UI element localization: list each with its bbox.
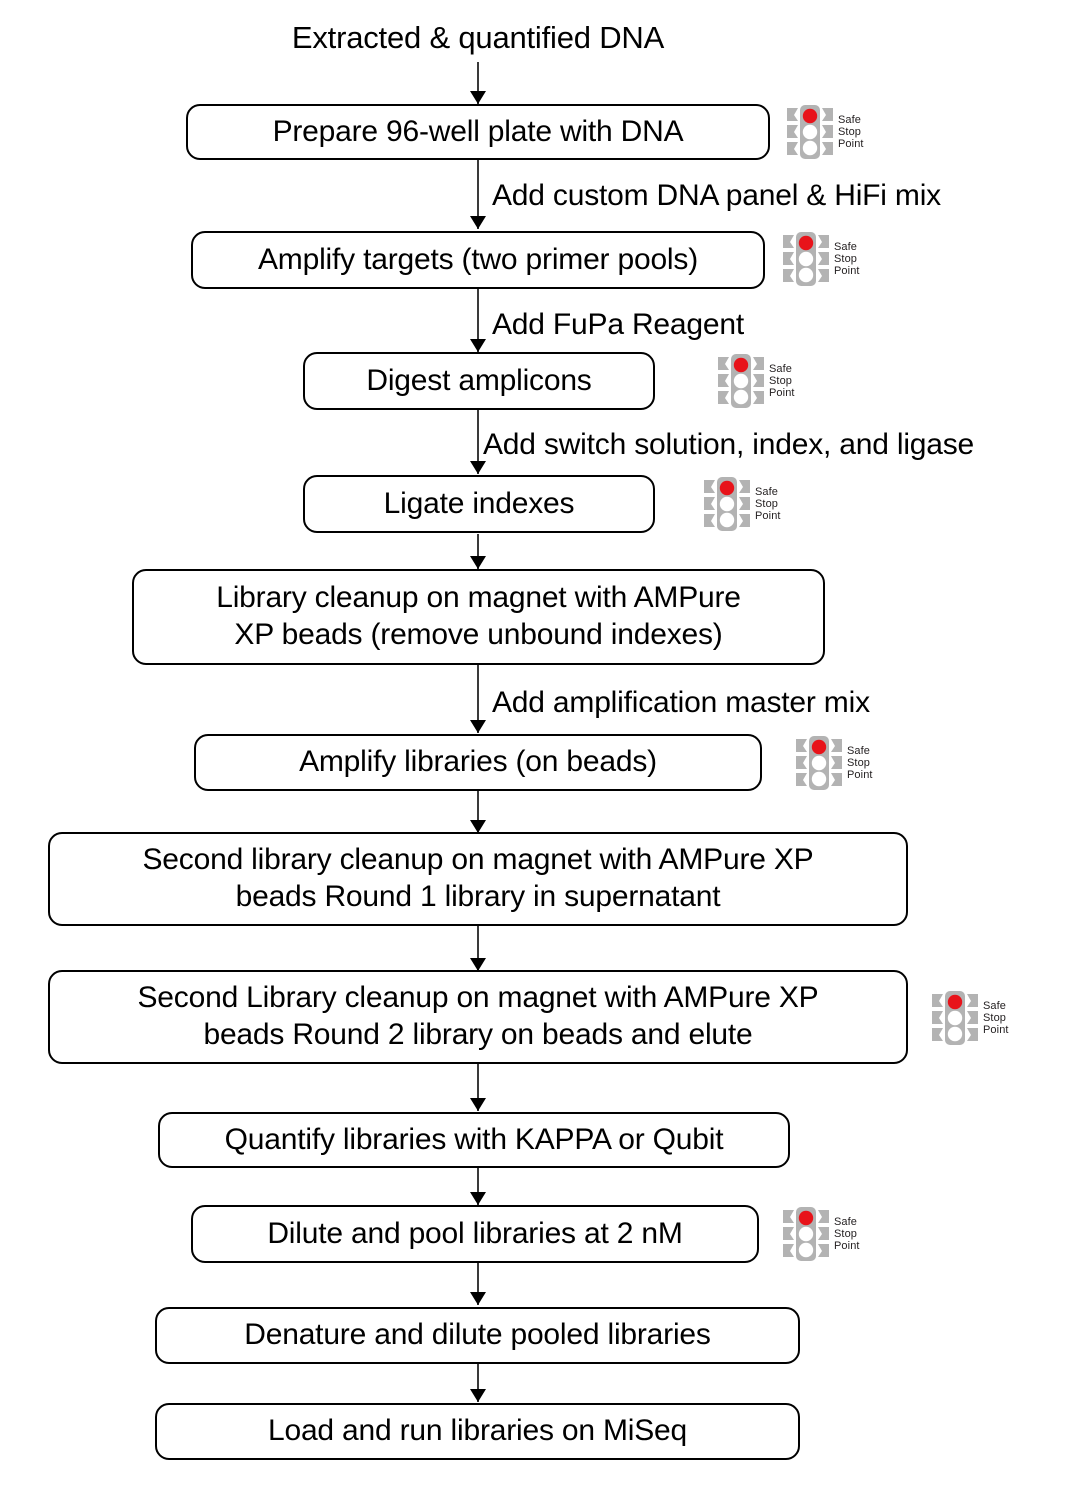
node-library-cleanup[interactable]: Library cleanup on magnet with AMPure XP… bbox=[132, 569, 825, 665]
safe-stop-line-3: Point bbox=[834, 1240, 860, 1253]
safe-stop-line-3: Point bbox=[834, 265, 860, 278]
edge-label-n3-n4: Add switch solution, index, and ligase bbox=[483, 428, 975, 461]
traffic-light-icon bbox=[782, 231, 830, 287]
safe-stop-line-1: Safe bbox=[755, 485, 779, 498]
safe-stop-line-3: Point bbox=[847, 769, 873, 782]
safe-stop-line-1: Safe bbox=[834, 240, 858, 253]
safe-stop-line-2: Stop bbox=[983, 1011, 1007, 1024]
safe-stop-line-2: Stop bbox=[755, 497, 779, 510]
node-digest-amplicons[interactable]: Digest amplicons bbox=[303, 352, 655, 410]
safe-stop-line-3: Point bbox=[983, 1024, 1009, 1037]
node-second-library-cleanup-round1[interactable]: Second library cleanup on magnet with AM… bbox=[48, 832, 908, 926]
edge-label-n5-n6: Add amplification master mix bbox=[492, 686, 870, 719]
safe-stop-line-2: Stop bbox=[834, 252, 858, 265]
edge-label-n2-n3: Add FuPa Reagent bbox=[492, 308, 744, 341]
safe-stop-line-1: Safe bbox=[983, 999, 1007, 1012]
safe-stop-line-1: Safe bbox=[769, 362, 793, 375]
safe-stop-point-badge-n3: Safe Stop Point bbox=[717, 353, 795, 409]
safe-stop-point-badge-n2: Safe Stop Point bbox=[782, 231, 860, 287]
safe-stop-line-2: Stop bbox=[834, 1227, 858, 1240]
diagram-title: Extracted & quantified DNA bbox=[291, 20, 665, 55]
safe-stop-line-2: Stop bbox=[769, 374, 793, 387]
safe-stop-point-badge-n8: Safe Stop Point bbox=[931, 990, 1009, 1046]
safe-stop-line-2: Stop bbox=[847, 756, 871, 769]
safe-stop-line-3: Point bbox=[769, 387, 795, 400]
node-amplify-targets[interactable]: Amplify targets (two primer pools) bbox=[191, 231, 765, 289]
safe-stop-point-badge-n4: Safe Stop Point bbox=[703, 476, 781, 532]
safe-stop-line-2: Stop bbox=[838, 125, 862, 138]
safe-stop-point-badge-n6: Safe Stop Point bbox=[795, 735, 873, 791]
safe-stop-line-3: Point bbox=[838, 138, 864, 151]
safe-stop-line-1: Safe bbox=[834, 1215, 858, 1228]
safe-stop-line-3: Point bbox=[755, 510, 781, 523]
safe-stop-line-1: Safe bbox=[847, 744, 871, 757]
traffic-light-icon bbox=[786, 104, 834, 160]
node-denature-and-dilute[interactable]: Denature and dilute pooled libraries bbox=[155, 1307, 800, 1364]
node-load-and-run-miseq[interactable]: Load and run libraries on MiSeq bbox=[155, 1403, 800, 1460]
node-ligate-indexes[interactable]: Ligate indexes bbox=[303, 475, 655, 533]
traffic-light-icon bbox=[717, 353, 765, 409]
safe-stop-point-badge-n1: Safe Stop Point bbox=[786, 104, 864, 160]
node-quantify-libraries[interactable]: Quantify libraries with KAPPA or Qubit bbox=[158, 1112, 790, 1168]
node-second-library-cleanup-round2[interactable]: Second Library cleanup on magnet with AM… bbox=[48, 970, 908, 1064]
node-dilute-and-pool-libraries[interactable]: Dilute and pool libraries at 2 nM bbox=[191, 1205, 759, 1263]
traffic-light-icon bbox=[703, 476, 751, 532]
traffic-light-icon bbox=[782, 1206, 830, 1262]
safe-stop-line-1: Safe bbox=[838, 113, 862, 126]
node-prepare-96-well-plate[interactable]: Prepare 96-well plate with DNA bbox=[186, 104, 770, 160]
traffic-light-icon bbox=[795, 735, 843, 791]
safe-stop-point-badge-n10: Safe Stop Point bbox=[782, 1206, 860, 1262]
edge-label-n1-n2: Add custom DNA panel & HiFi mix bbox=[492, 179, 941, 212]
traffic-light-icon bbox=[931, 990, 979, 1046]
node-amplify-libraries[interactable]: Amplify libraries (on beads) bbox=[194, 734, 762, 791]
